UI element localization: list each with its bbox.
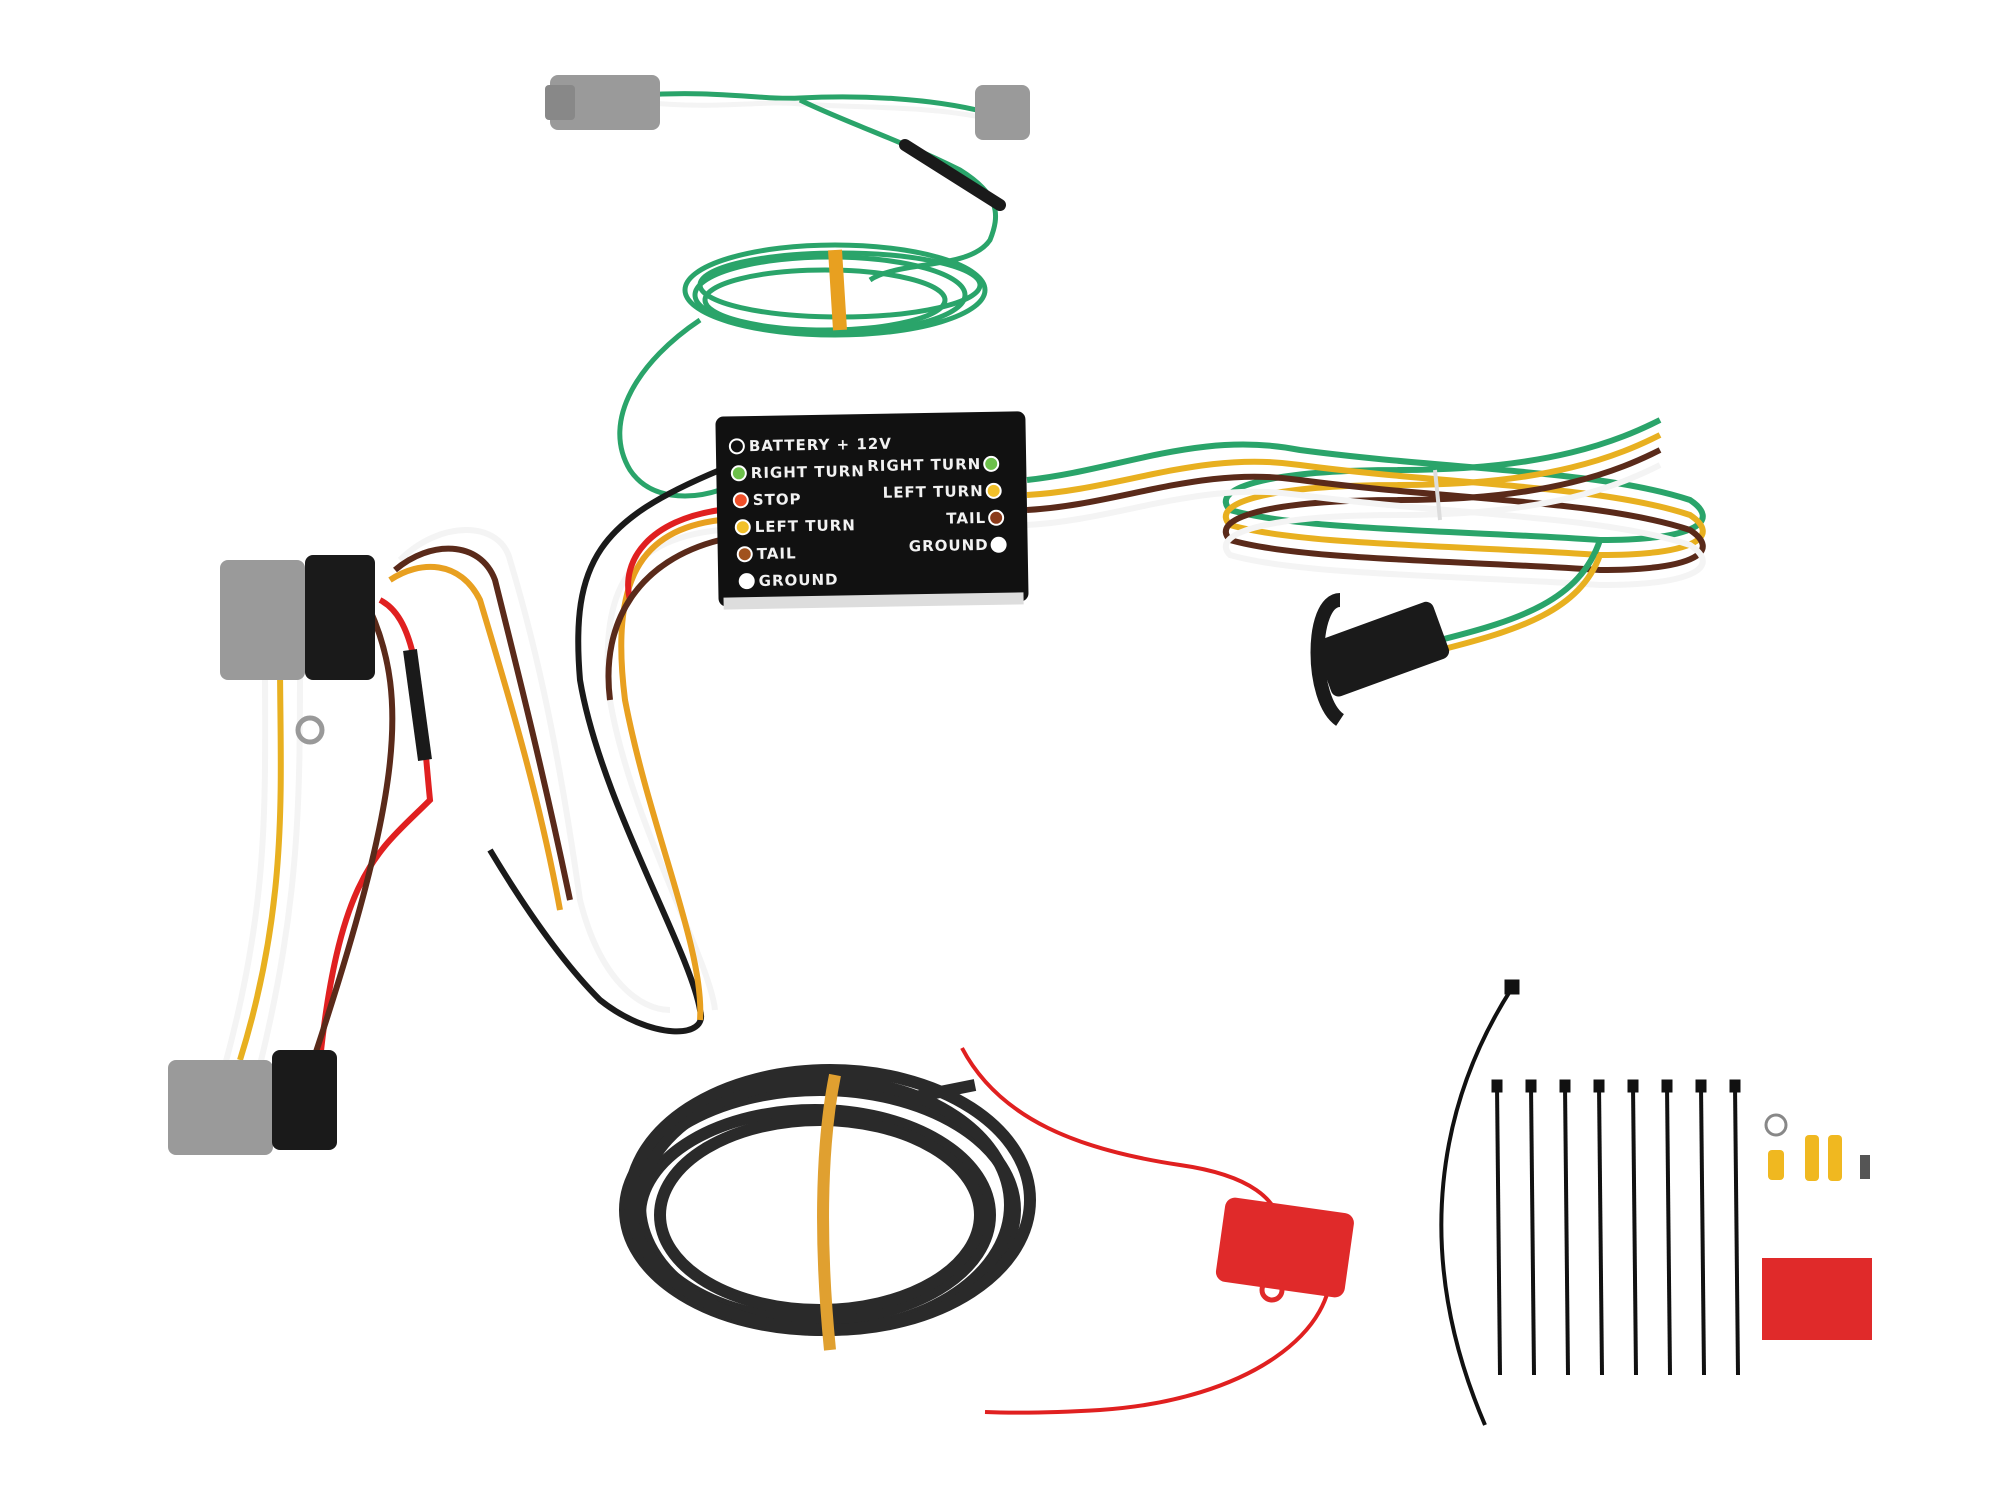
zip-tie-head xyxy=(1491,1079,1503,1093)
output-indicator-dot xyxy=(983,455,1000,472)
input-indicator-dot xyxy=(730,465,747,482)
zip-tie-head xyxy=(1559,1079,1571,1093)
fuse-holder xyxy=(1215,1197,1354,1298)
zip-tie xyxy=(1733,1084,1740,1376)
output-label: GROUND xyxy=(909,536,989,555)
zip-tie-head xyxy=(1695,1079,1707,1093)
input-label: LEFT TURN xyxy=(755,516,856,536)
gray-connector-left xyxy=(550,75,660,130)
input-indicator-dot xyxy=(736,546,753,563)
red-tape xyxy=(1762,1258,1872,1340)
input-label: STOP xyxy=(753,490,802,509)
zip-tie xyxy=(1597,1084,1604,1376)
output-indicator-dot xyxy=(988,509,1005,526)
black-connector-harness-top xyxy=(305,555,375,680)
input-label: TAIL xyxy=(757,544,797,563)
input-label: GROUND xyxy=(759,571,839,590)
zip-tie xyxy=(1495,1084,1502,1376)
output-indicator-dot xyxy=(985,482,1002,499)
four-way-bundle xyxy=(1026,417,1706,726)
zip-tie-head xyxy=(1525,1079,1537,1093)
output-label: TAIL xyxy=(946,509,986,528)
red-fuse-holder-wire xyxy=(960,1047,1354,1415)
zip-tie-head xyxy=(1661,1079,1673,1093)
input-indicator-dot xyxy=(738,573,755,590)
input-label: BATTERY + 12V xyxy=(749,435,892,455)
left-vehicle-harness xyxy=(168,527,671,1155)
input-indicator-dot xyxy=(732,492,749,509)
output-label: LEFT TURN xyxy=(883,482,984,502)
zip-ties xyxy=(1439,979,1741,1426)
small-hardware xyxy=(1762,1113,1872,1340)
top-connector-harness xyxy=(545,75,1030,283)
zip-tie-head xyxy=(1627,1079,1639,1093)
zip-tie xyxy=(1665,1084,1672,1376)
green-wire-coil xyxy=(617,242,988,499)
gray-connector-right xyxy=(975,85,1030,140)
input-indicator-dot xyxy=(728,438,745,455)
zip-tie xyxy=(1529,1084,1536,1376)
zip-tie-head xyxy=(1593,1079,1605,1093)
box-left-wires xyxy=(487,467,722,1035)
output-indicator-dot xyxy=(990,536,1007,553)
black-connector-harness-bottom xyxy=(272,1050,337,1150)
black-wire-coil xyxy=(619,1064,1036,1351)
zip-tie xyxy=(1699,1084,1706,1376)
input-indicator-dot xyxy=(734,519,751,536)
zip-tie-head xyxy=(1729,1079,1741,1093)
zip-tie xyxy=(1563,1084,1570,1376)
gray-connector-harness-bottom xyxy=(168,1060,273,1155)
input-label: RIGHT TURN xyxy=(751,462,865,482)
gray-connector-harness-top xyxy=(220,560,305,680)
zip-tie xyxy=(1631,1084,1638,1376)
output-label: RIGHT TURN xyxy=(867,455,981,475)
four-way-plug xyxy=(1315,601,1450,697)
